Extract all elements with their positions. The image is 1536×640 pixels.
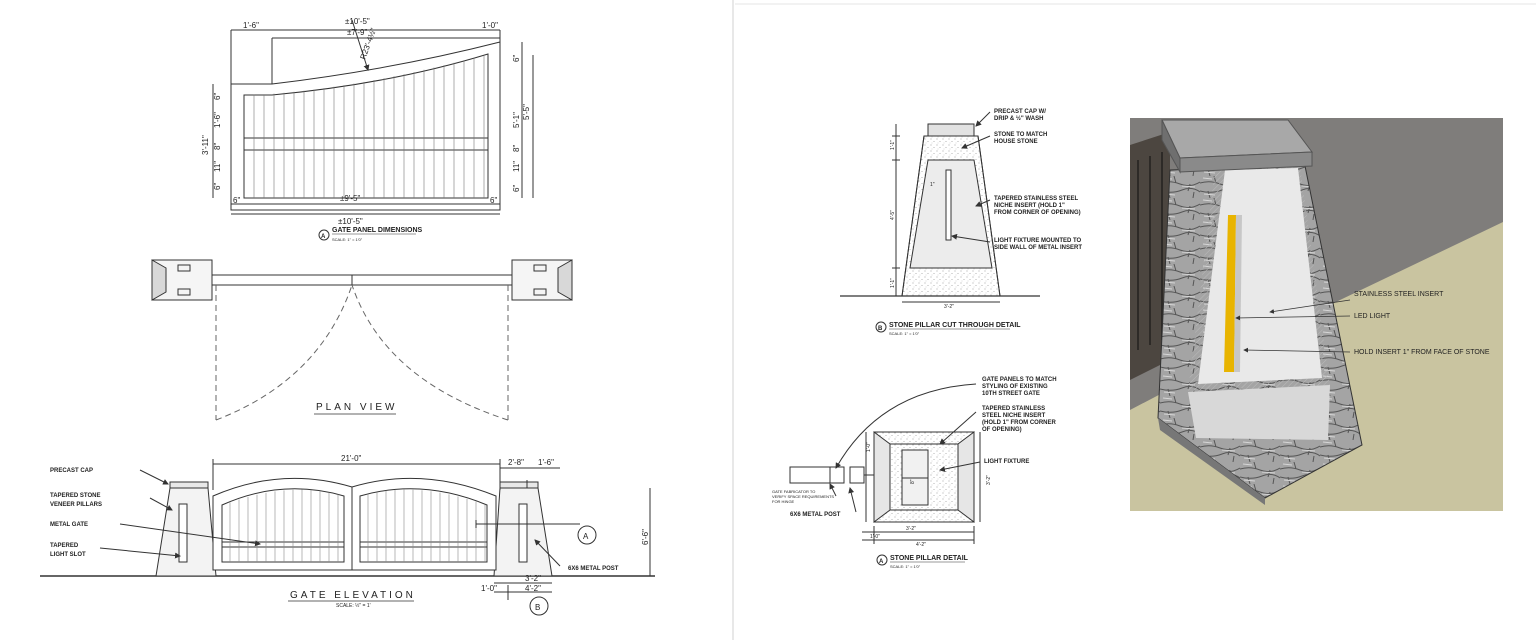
plan-view-drawing bbox=[151, 259, 573, 421]
label-fixture-2: SIDE WALL OF METAL INSERT bbox=[994, 245, 1082, 251]
label-insert-2: STEEL NICHE INSERT bbox=[982, 413, 1046, 419]
label-fab-2: VERIFY SPACE REQUIREMENTS bbox=[772, 494, 834, 499]
dim-top-inner: ±7'-9" bbox=[347, 28, 367, 37]
gate-panel-title: GATE PANEL DIMENSIONS bbox=[332, 227, 423, 234]
gate-panel-drawing bbox=[212, 19, 534, 215]
dim-right-seg1: 6" bbox=[512, 55, 521, 62]
label-tapered-ss-1: TAPERED STAINLESS STEEL bbox=[994, 196, 1078, 202]
callout-b-elevation: B bbox=[535, 603, 540, 612]
dim-span: 21'-0" bbox=[341, 454, 362, 463]
dim-detail-w3: 4'-2" bbox=[916, 542, 926, 548]
dim-cut-h3: 1'-1" bbox=[890, 278, 896, 288]
label-insert-4: OF OPENING) bbox=[982, 427, 1022, 433]
label-panels-3: 10TH STREET GATE bbox=[982, 391, 1040, 397]
label-tapered-stone-2: VENEER PILLARS bbox=[50, 502, 102, 508]
dim-left-seg2: 1'-6" bbox=[213, 112, 222, 128]
label-light-fixture: LIGHT FIXTURE bbox=[984, 459, 1029, 465]
dim-right-b: 1'-6" bbox=[538, 458, 554, 467]
label-metal-gate: METAL GATE bbox=[50, 522, 88, 528]
dim-right-total: 5'-1" bbox=[512, 112, 521, 128]
dim-detail-d1: 3'-2" bbox=[986, 475, 992, 485]
cut-detail-title: STONE PILLAR CUT THROUGH DETAIL bbox=[889, 322, 1021, 329]
callout-a-panel: A bbox=[321, 234, 326, 240]
label-tapered-2: LIGHT SLOT bbox=[50, 552, 86, 558]
dim-detail-w2: 3'-2" bbox=[906, 526, 916, 532]
callout-a-elevation: A bbox=[583, 532, 589, 541]
gate-panel-scale: SCALE: 1" = 1'0" bbox=[332, 237, 363, 242]
label-tapered-ss-2: NICHE INSERT (HOLD 1" bbox=[994, 203, 1065, 209]
gate-panel-dimensions: ±10'-5" ±7'-9" 1'-6" 1'-0" R23'-4½" ±9'-… bbox=[201, 17, 531, 226]
dim-left-seg4: 11" bbox=[213, 161, 222, 172]
label-tapered-1: TAPERED bbox=[50, 543, 79, 549]
label-hold-insert: HOLD INSERT 1" FROM FACE OF STONE bbox=[1354, 349, 1490, 356]
label-led-light: LED LIGHT bbox=[1354, 313, 1391, 320]
dim-left-seg5: 6" bbox=[213, 183, 222, 190]
dim-right-top: 1'-0" bbox=[482, 21, 498, 30]
label-fab-1: GATE FABRICATOR TO bbox=[772, 489, 815, 494]
dim-detail-w1: 1'-0" bbox=[870, 534, 880, 540]
dim-cut-inner: 1" bbox=[930, 182, 935, 188]
dim-bottom-a: 3'-2" bbox=[525, 574, 541, 583]
plan-view-title: PLAN VIEW bbox=[316, 402, 397, 413]
dim-left-total: 3'-11" bbox=[201, 135, 210, 155]
label-tapered-stone-1: TAPERED STONE bbox=[50, 493, 100, 499]
gate-elevation-labels: PRECAST CAP TAPERED STONE VENEER PILLARS… bbox=[50, 454, 650, 616]
dim-left-seg1: 6" bbox=[213, 93, 222, 100]
label-ss-insert: STAINLESS STEEL INSERT bbox=[1354, 291, 1444, 298]
dim-cut-base: 3'-2" bbox=[944, 304, 954, 310]
label-metal-post-detail: 6X6 METAL POST bbox=[790, 512, 841, 518]
label-panels-1: GATE PANELS TO MATCH bbox=[982, 377, 1057, 383]
callout-a-detail: A bbox=[879, 559, 884, 565]
dim-bottom-outer: ±10'-5" bbox=[338, 217, 363, 226]
dim-bottom-c: 1'-0" bbox=[481, 584, 497, 593]
pillar-detail-scale: SCALE: 1" = 1'0" bbox=[890, 564, 921, 569]
dim-right-a: 2'-8" bbox=[508, 458, 524, 467]
cut-detail-labels: PRECAST CAP W/ DRIP & ½" WASH STONE TO M… bbox=[875, 109, 1082, 336]
dim-right-seg2: 8" bbox=[512, 145, 521, 152]
pillar-detail-labels: GATE PANELS TO MATCH STYLING OF EXISTING… bbox=[772, 377, 1057, 569]
cut-detail-scale: SCALE: 1" = 1'0" bbox=[889, 331, 920, 336]
dim-detail-d2: 1'-0" bbox=[866, 442, 872, 452]
dim-corner-left: 6" bbox=[233, 196, 240, 205]
dim-cut-h2: 4'-5" bbox=[890, 210, 896, 220]
label-stone-2: HOUSE STONE bbox=[994, 139, 1038, 145]
gate-panel-title-block: A GATE PANEL DIMENSIONS SCALE: 1" = 1'0" bbox=[318, 227, 423, 242]
label-precast-cap: PRECAST CAP bbox=[50, 468, 93, 474]
dim-left-seg3: 8" bbox=[213, 143, 222, 150]
label-fab-3: FOR HINGE bbox=[772, 499, 795, 504]
pillar-render: STAINLESS STEEL INSERT LED LIGHT HOLD IN… bbox=[1130, 118, 1503, 511]
callout-b-cut: B bbox=[878, 326, 883, 332]
gate-elevation-title: GATE ELEVATION bbox=[290, 590, 416, 601]
dim-bottom-b: 4'-2" bbox=[525, 584, 541, 593]
pillar-detail-drawing bbox=[789, 383, 981, 544]
cut-detail-drawing bbox=[840, 111, 1040, 303]
label-metal-post: 6X6 METAL POST bbox=[568, 566, 619, 572]
dim-corner-right: 6" bbox=[490, 196, 497, 205]
label-panels-2: STYLING OF EXISTING bbox=[982, 384, 1048, 390]
label-cap-2: DRIP & ½" WASH bbox=[994, 115, 1043, 122]
dim-height: 6'-6" bbox=[641, 529, 650, 545]
label-cap-1: PRECAST CAP W/ bbox=[994, 109, 1046, 115]
dim-right-total2: 5'-5" bbox=[522, 104, 531, 120]
dim-top-outer: ±10'-5" bbox=[345, 17, 370, 26]
dim-detail-d3: 8" bbox=[910, 479, 916, 484]
dim-cut-h1: 1'-1" bbox=[890, 140, 896, 150]
dim-right-seg3: 11" bbox=[512, 161, 521, 172]
dim-bottom-inner: ±9'-5" bbox=[340, 194, 360, 203]
pillar-detail-title: STONE PILLAR DETAIL bbox=[890, 555, 969, 562]
label-insert-1: TAPERED STAINLESS bbox=[982, 406, 1045, 412]
dim-right-seg4: 6" bbox=[512, 185, 521, 192]
dim-left-top: 1'-6" bbox=[243, 21, 259, 30]
label-fixture-1: LIGHT FIXTURE MOUNTED TO bbox=[994, 238, 1082, 244]
label-stone-1: STONE TO MATCH bbox=[994, 132, 1047, 138]
gate-elevation-scale: SCALE: ½" = 1' bbox=[336, 602, 371, 609]
label-insert-3: (HOLD 1" FROM CORNER bbox=[982, 420, 1057, 426]
label-tapered-ss-3: FROM CORNER OF OPENING) bbox=[994, 210, 1081, 216]
gate-elevation-drawing bbox=[40, 459, 655, 600]
